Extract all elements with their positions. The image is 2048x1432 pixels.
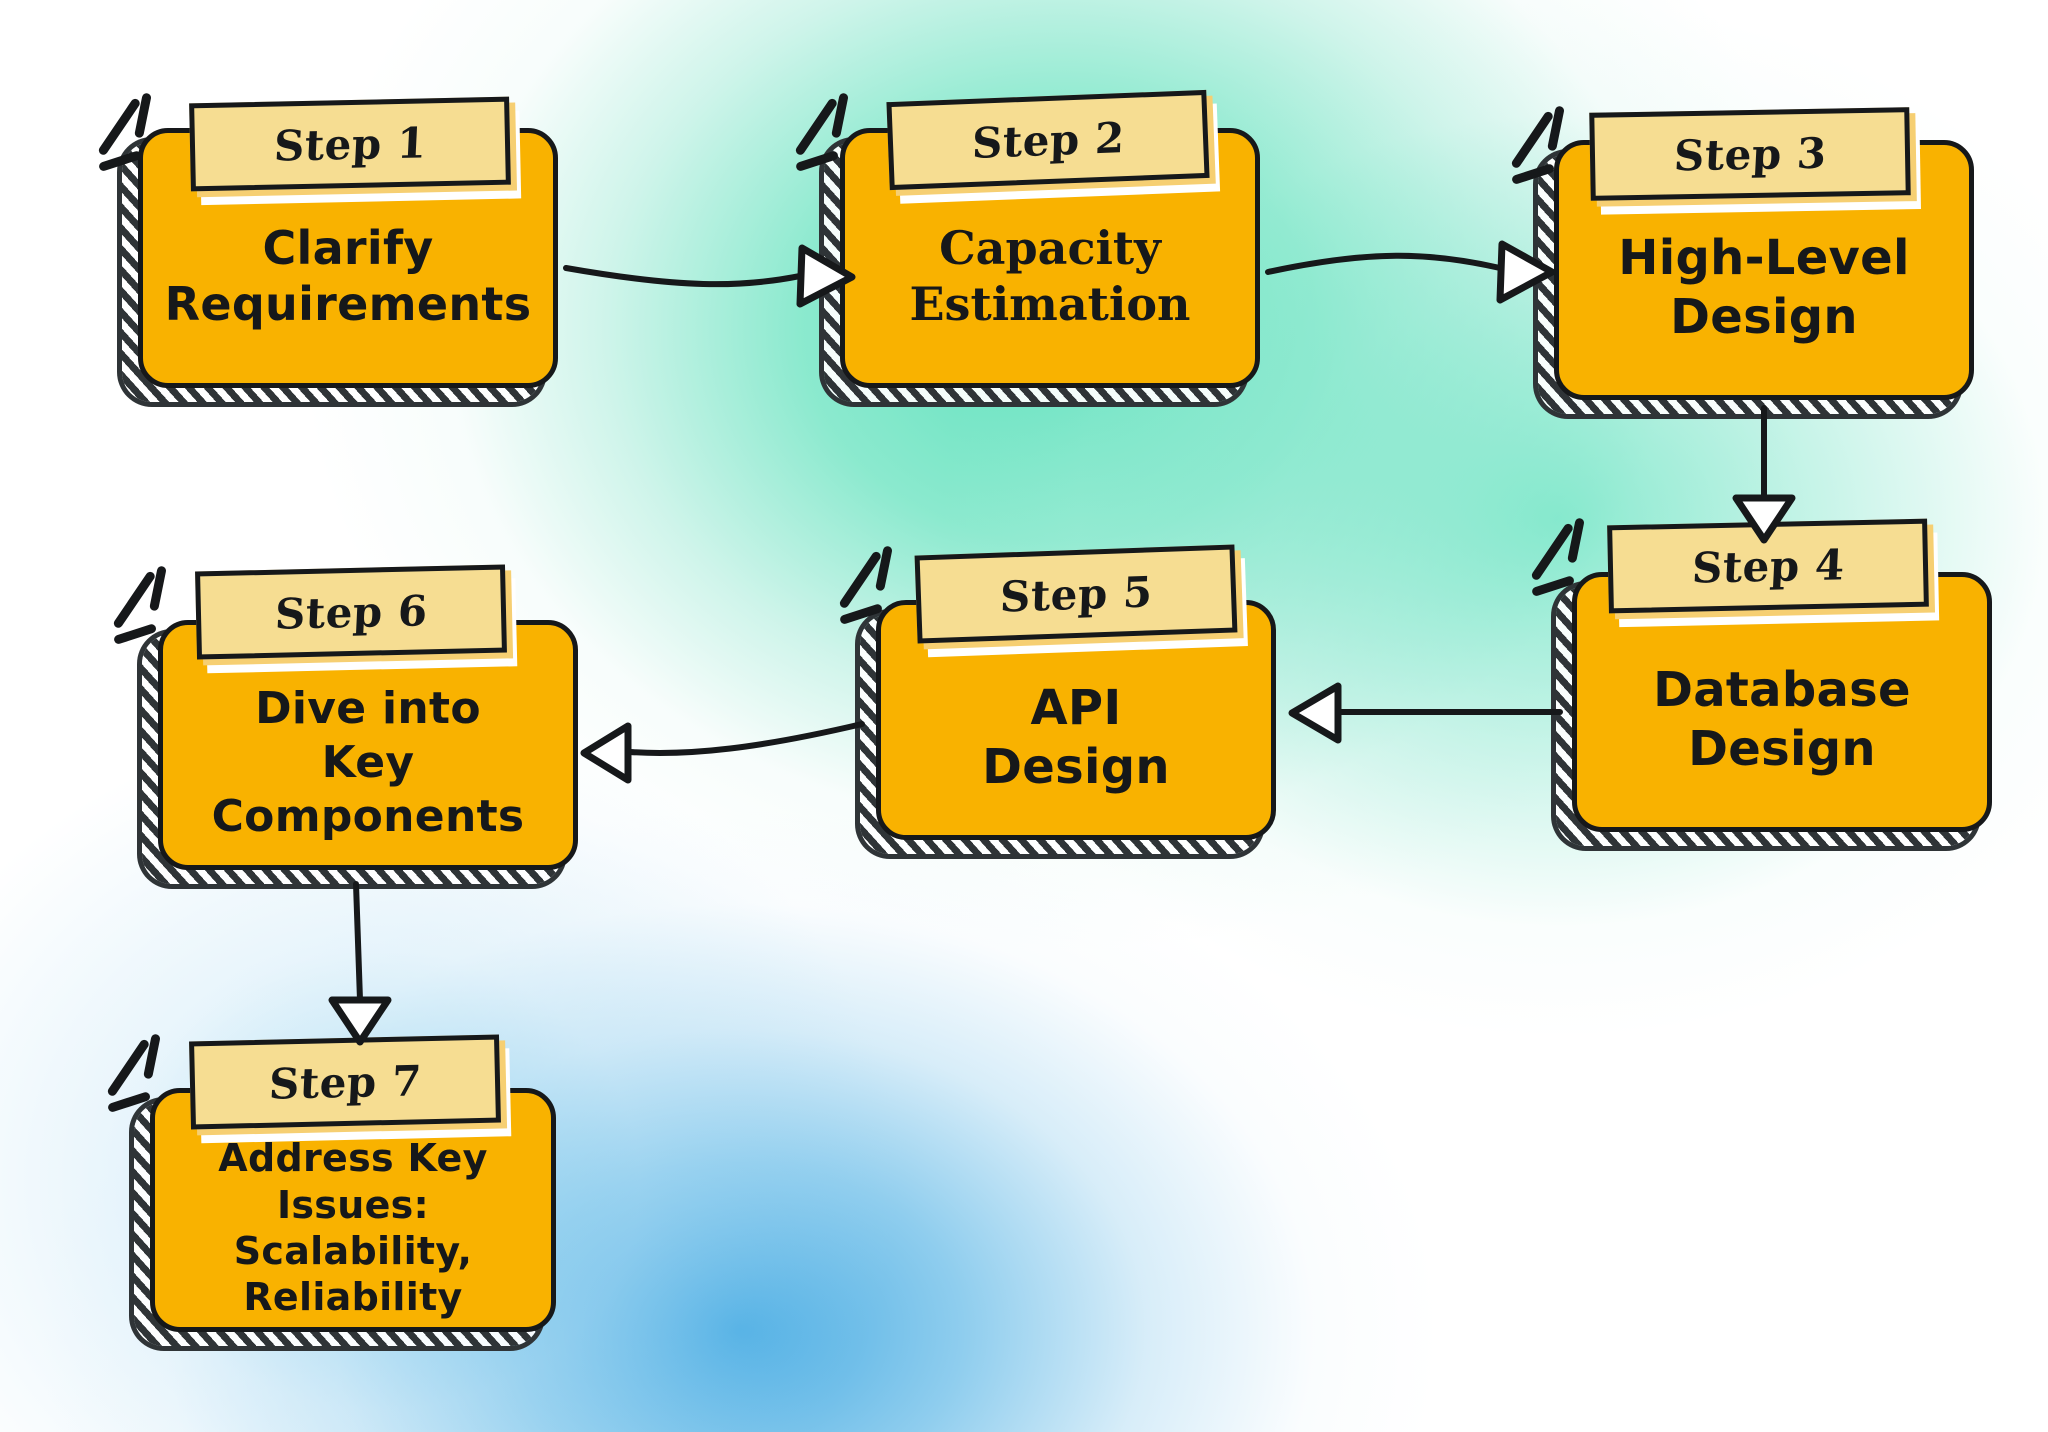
tag-face: Step 2: [886, 89, 1210, 191]
step-tag-step2[interactable]: Step 2: [886, 89, 1221, 204]
tag-face: Step 7: [189, 1034, 501, 1130]
arrowhead-step5-step6: [580, 722, 632, 784]
node-label: Clarify Requirements: [164, 220, 532, 331]
step-tag-step6[interactable]: Step 6: [195, 564, 518, 674]
tag-face: Step 5: [914, 544, 1238, 644]
tag-label: Step 1: [272, 117, 428, 171]
tag-label: Step 5: [998, 566, 1154, 622]
tag-face: Step 4: [1607, 518, 1929, 614]
step-tag-step4[interactable]: Step 4: [1607, 518, 1940, 628]
tag-face: Step 3: [1589, 107, 1911, 201]
step-tag-step5[interactable]: Step 5: [914, 544, 1248, 658]
step-tag-step3[interactable]: Step 3: [1589, 107, 1921, 215]
node-label: High-Level Design: [1618, 230, 1910, 345]
node-label: API Design: [982, 680, 1170, 795]
edge-step6-step7: [353, 881, 363, 1003]
tag-label: Step 6: [273, 585, 429, 639]
tag-face: Step 6: [195, 564, 507, 660]
tag-label: Step 2: [970, 112, 1126, 168]
node-label: Capacity Estimation: [909, 220, 1191, 331]
arrowhead-step6-step7: [328, 996, 392, 1046]
step-tag-step1[interactable]: Step 1: [189, 96, 522, 206]
tag-label: Step 7: [267, 1055, 423, 1109]
tag-label: Step 4: [1690, 539, 1846, 593]
arrowhead-step4-step5: [1288, 682, 1342, 744]
edge-step2-step3: [1265, 252, 1503, 275]
edge-step5-step6: [627, 721, 865, 756]
tag-label: Step 3: [1672, 128, 1828, 180]
node-label: Database Design: [1653, 662, 1911, 777]
tag-face: Step 1: [189, 96, 511, 192]
edge-step1-step2: [563, 265, 803, 288]
node-label: Dive into Key Components: [211, 683, 525, 842]
step-tag-step7[interactable]: Step 7: [189, 1034, 512, 1144]
